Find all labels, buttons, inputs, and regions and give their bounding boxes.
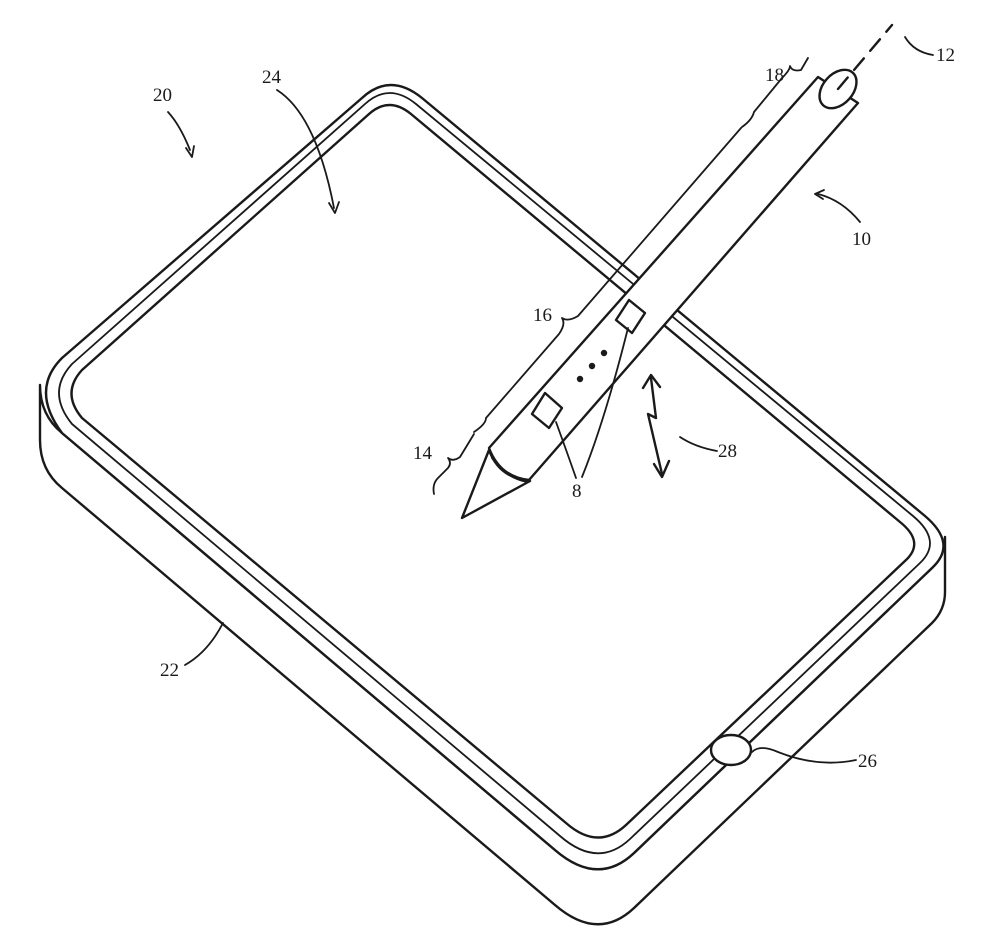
leader-8 (555, 421, 577, 479)
tablet-device (38, 83, 947, 926)
sensor-dot (588, 362, 596, 370)
leader-12 (904, 36, 934, 56)
brace-end-portion (741, 57, 809, 128)
ref-stylus: 10 (852, 229, 871, 250)
longitudinal-axis (836, 23, 894, 91)
home-button (709, 733, 753, 767)
touch-screen (70, 103, 916, 839)
leader-26 (751, 747, 857, 764)
sensor-window-upper (614, 298, 647, 335)
ref-end-portion: 18 (765, 65, 784, 86)
ref-tip-portion: 14 (413, 443, 433, 464)
leader-24 (276, 89, 335, 209)
stylus-tip-seam (491, 457, 528, 483)
ref-axis: 12 (936, 45, 955, 66)
leader-10 (817, 193, 861, 223)
device-bezel (58, 92, 931, 855)
sensor-dot (600, 349, 608, 357)
ref-device: 22 (160, 660, 179, 681)
sensor-dot (576, 375, 584, 383)
leader-8 (581, 327, 629, 478)
leader-28 (679, 436, 718, 452)
stylus (460, 68, 860, 520)
leader-20 (167, 111, 191, 151)
wireless-signal-arrow (641, 373, 671, 479)
sensor-window-lower (530, 391, 564, 430)
leader-22 (184, 622, 224, 666)
ref-middle-portion: 16 (533, 305, 552, 326)
brace-tip-portion (432, 433, 475, 495)
brace-middle-portion (473, 127, 742, 433)
ref-sub-components: 8 (572, 481, 582, 502)
ref-system: 20 (153, 85, 172, 106)
ref-button: 26 (858, 751, 877, 772)
ref-touch-screen: 24 (262, 67, 282, 88)
ref-wireless-link: 28 (718, 441, 737, 462)
